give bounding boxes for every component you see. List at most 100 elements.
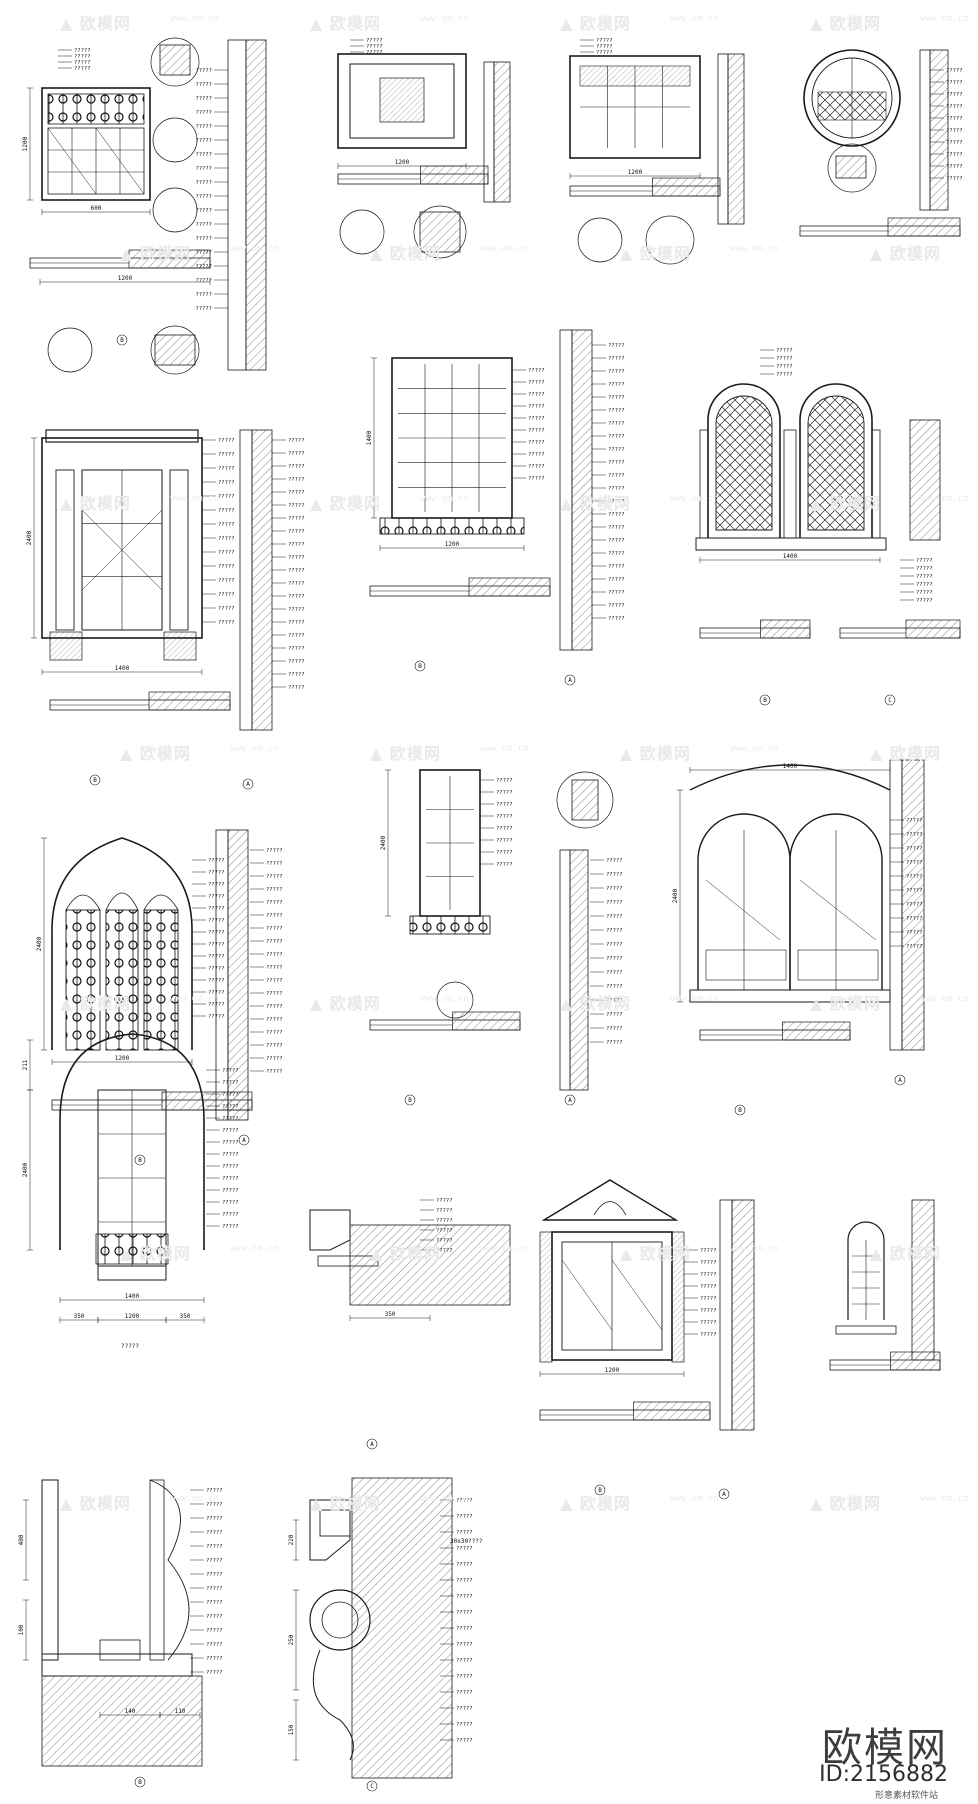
annotation-label: ????? [266, 1030, 283, 1036]
watermark-text: ▲ 欧模网 [620, 244, 691, 263]
drain-block [99, 1639, 141, 1661]
annotation-label: ????? [195, 222, 212, 228]
watermark-url: www.om.cn [670, 494, 719, 504]
dimension-label: 211 [22, 1059, 29, 1070]
watermark-url: www.om.cn [920, 494, 969, 504]
arched-frame [697, 813, 791, 990]
arched-frame [59, 1033, 205, 1250]
watermark-url: www.om.cn [420, 994, 469, 1004]
section-marker [759, 694, 771, 706]
annotation-label: ????? [776, 372, 793, 378]
dimension-label: 1200 [115, 1055, 130, 1062]
annotation-label: ????? [222, 1104, 239, 1110]
dimension-label: 1200 [118, 275, 133, 282]
column [699, 429, 709, 539]
iron-grill-panel [65, 909, 101, 1051]
annotation-label: ????? [606, 872, 623, 878]
annotation-label: ????? [288, 555, 305, 561]
annotation-label: ????? [206, 1530, 223, 1536]
annotation-label: ????? [456, 1642, 473, 1648]
annotation-label: ????? [596, 38, 613, 44]
watermark-text: ▲ 欧模网 [810, 994, 881, 1013]
dimension-label: 150 [288, 1724, 295, 1735]
console-tail [312, 1649, 354, 1761]
annotation-label: ????? [456, 1674, 473, 1680]
glass-diagonal [47, 127, 145, 195]
wall-section-hatch [452, 1011, 521, 1031]
annotation-label: ????? [288, 685, 305, 691]
watermark-text: ▲ 欧模网 [60, 994, 131, 1013]
wall-section-hatch [835, 155, 867, 179]
balcony-railing [95, 1233, 169, 1265]
annotation-label: ????? [288, 451, 305, 457]
wall-section-hatch [349, 1224, 511, 1306]
annotation-label: ????? [222, 1068, 239, 1074]
annotation-label: ????? [608, 395, 625, 401]
annotation-label: ????? [208, 894, 225, 900]
annotation-label: ????? [606, 1040, 623, 1046]
annotation-label: ????? [195, 152, 212, 158]
arched-frame [707, 383, 781, 538]
tracery [65, 892, 179, 911]
watermark-text: ▲ 欧模网 [810, 1494, 881, 1513]
detail-callout-circle [152, 187, 198, 233]
glass-diagonal [81, 509, 163, 591]
annotation-label: ????? [946, 164, 963, 170]
annotation-label: ????? [206, 1516, 223, 1522]
pilaster-right [169, 469, 189, 631]
annotation-label: ????? [218, 438, 235, 444]
annotation-label: ????? [528, 464, 545, 470]
wall-section [559, 849, 571, 1091]
section-marker-label: B [138, 1157, 142, 1164]
wall-section-hatch [161, 1091, 253, 1111]
annotation-label: ????? [222, 1188, 239, 1194]
detail-callout-circle [47, 327, 93, 373]
annotation-label: ????? [606, 914, 623, 920]
wall-section [719, 1199, 733, 1431]
annotation-label: ????? [222, 1140, 239, 1146]
annotation-label: ????? [608, 551, 625, 557]
annotation-label: ????? [606, 984, 623, 990]
annotation-label: ????? [608, 590, 625, 596]
watermark-text: ▲ 欧模网 [870, 744, 941, 763]
annotation-label: ????? [222, 1152, 239, 1158]
wall-section-hatch [351, 1477, 453, 1779]
annotation-label: ????? [456, 1722, 473, 1728]
annotation-label: ????? [206, 1586, 223, 1592]
annotation-label: ????? [74, 66, 91, 72]
annotation-label: ????? [208, 978, 225, 984]
annotation-label: ????? [208, 942, 225, 948]
watermark-text: ▲ 欧模网 [120, 744, 191, 763]
decorative-grill [47, 93, 145, 125]
section-marker-label: A [242, 1137, 246, 1144]
annotation-label: ????? [608, 369, 625, 375]
sill [97, 1265, 167, 1281]
annotation-label: ????? [608, 382, 625, 388]
section-marker-label: B [138, 1779, 142, 1786]
annotation-label: ????? [436, 1228, 453, 1234]
annotation-label: ????? [195, 180, 212, 186]
annotation-label: ????? [288, 438, 305, 444]
detail-callout-circle [556, 771, 614, 829]
watermark-url: www.om.cn [170, 14, 219, 24]
gothic-arch-frame [51, 837, 193, 1050]
annotation-label: ????? [218, 536, 235, 542]
wall-section-hatch [887, 217, 961, 237]
wall-section-hatch [901, 759, 925, 1051]
side-console [539, 1231, 553, 1363]
annotation-label: ????? [608, 603, 625, 609]
section-marker-label: A [568, 677, 572, 684]
annotation-label: ????? [456, 1626, 473, 1632]
annotation-label: ????? [218, 522, 235, 528]
annotation-label: ????? [195, 68, 212, 74]
annotation-label: ????? [366, 50, 383, 56]
watermark-text: ▲ 欧模网 [560, 1494, 631, 1513]
annotation-label: ????? [496, 850, 513, 856]
annotation-label: ????? [288, 477, 305, 483]
dimension-label: 110 [175, 1708, 186, 1715]
glass-diagonal [561, 1259, 663, 1331]
annotation-label: ????? [366, 38, 383, 44]
annotation-label: ????? [496, 862, 513, 868]
section-marker [564, 674, 576, 686]
annotation-label: ????? [496, 838, 513, 844]
